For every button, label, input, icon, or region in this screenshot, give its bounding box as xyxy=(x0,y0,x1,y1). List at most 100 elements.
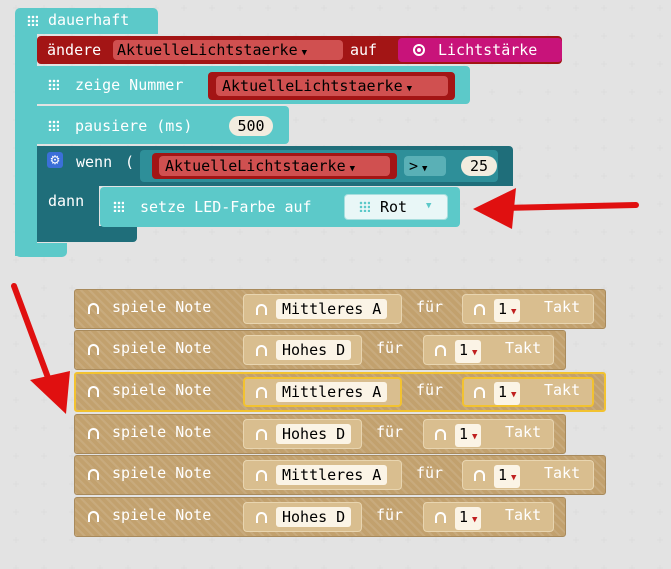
beats-dropdown[interactable]: 1▼ xyxy=(494,382,521,405)
grid-mark xyxy=(13,453,19,459)
grid-mark xyxy=(125,257,131,263)
grid-mark xyxy=(657,397,663,403)
grid-mark xyxy=(489,201,495,207)
grid-mark xyxy=(293,257,299,263)
beats-dropdown[interactable]: 1▼ xyxy=(494,465,521,488)
grid-mark xyxy=(321,229,327,235)
grid-mark xyxy=(153,229,159,235)
beats-value: 1 xyxy=(498,466,508,484)
grid-mark xyxy=(293,5,299,11)
grid-mark xyxy=(601,173,607,179)
grid-mark xyxy=(657,313,663,319)
grid-mark xyxy=(405,117,411,123)
grid-mark xyxy=(405,537,411,543)
grid-mark xyxy=(181,257,187,263)
grid-mark xyxy=(545,257,551,263)
grid-mark xyxy=(657,509,663,515)
grid-mark xyxy=(657,425,663,431)
headphones-icon xyxy=(256,345,267,356)
grid-mark xyxy=(41,537,47,543)
grid-mark xyxy=(237,229,243,235)
grid-mark xyxy=(461,117,467,123)
grid-mark xyxy=(461,537,467,543)
light-level-block[interactable] xyxy=(398,38,562,62)
grid-icon xyxy=(48,79,59,90)
grid-mark xyxy=(265,537,271,543)
grid-mark xyxy=(657,341,663,347)
variable-dropdown[interactable]: AktuelleLichtstaerke▼ xyxy=(216,76,448,96)
grid-mark xyxy=(97,257,103,263)
headphones-icon xyxy=(435,429,446,440)
grid-mark xyxy=(573,425,579,431)
grid-mark xyxy=(181,5,187,11)
grid-mark xyxy=(41,509,47,515)
beat-unit-label: Takt xyxy=(544,464,581,482)
grid-mark xyxy=(181,537,187,543)
beat-unit-label: Takt xyxy=(505,423,542,441)
dropdown-arrow-icon: ▼ xyxy=(422,164,428,174)
beats-dropdown[interactable]: 1▼ xyxy=(455,424,482,447)
grid-mark xyxy=(13,397,19,403)
dropdown-arrow-icon: ▼ xyxy=(472,348,478,358)
light-level-label: Lichtstärke xyxy=(438,41,538,59)
operator-dropdown[interactable]: >▼ xyxy=(404,156,446,176)
grid-mark xyxy=(517,117,523,123)
grid-mark xyxy=(601,509,607,515)
grid-mark xyxy=(545,145,551,151)
grid-mark xyxy=(657,565,663,569)
grid-mark xyxy=(629,257,635,263)
grid-mark xyxy=(489,117,495,123)
grid-mark xyxy=(601,61,607,67)
headphones-icon xyxy=(435,512,446,523)
grid-icon xyxy=(27,15,38,26)
settings-gear-icon[interactable]: ⚙ xyxy=(47,152,63,168)
grid-mark xyxy=(13,481,19,487)
dropdown-arrow-icon: ▼ xyxy=(511,390,517,400)
grid-mark xyxy=(153,257,159,263)
grid-mark xyxy=(293,537,299,543)
grid-mark xyxy=(657,201,663,207)
beats-dropdown[interactable]: 1▼ xyxy=(455,340,482,363)
beats-dropdown[interactable]: 1▼ xyxy=(494,299,521,322)
grid-mark xyxy=(517,89,523,95)
grid-mark xyxy=(377,5,383,11)
grid-mark xyxy=(601,257,607,263)
beats-value: 1 xyxy=(498,300,508,318)
variable-dropdown[interactable]: AktuelleLichtstaerke▼ xyxy=(113,40,343,60)
headphones-icon xyxy=(88,303,99,314)
compare-number-input[interactable]: 25 xyxy=(461,156,497,176)
grid-icon xyxy=(113,201,124,212)
play-note-label: spiele Note xyxy=(112,423,212,441)
grid-mark xyxy=(321,537,327,543)
grid-mark xyxy=(153,565,159,569)
grid-mark xyxy=(13,425,19,431)
grid-mark xyxy=(629,313,635,319)
pause-label: pausiere (ms) xyxy=(75,117,193,135)
grid-mark xyxy=(433,117,439,123)
grid-mark xyxy=(293,117,299,123)
grid-mark xyxy=(461,565,467,569)
set-mid-label: auf xyxy=(350,41,378,59)
grid-mark xyxy=(209,5,215,11)
grid-mark xyxy=(209,229,215,235)
beats-dropdown[interactable]: 1▼ xyxy=(455,507,482,530)
grid-mark xyxy=(545,5,551,11)
grid-mark xyxy=(601,145,607,151)
headphones-icon xyxy=(88,386,99,397)
grid-mark xyxy=(433,565,439,569)
grid-mark xyxy=(13,369,19,375)
grid-mark xyxy=(629,145,635,151)
grid-mark xyxy=(629,341,635,347)
grid-mark xyxy=(265,565,271,569)
grid-mark xyxy=(349,537,355,543)
pause-ms-input[interactable]: 500 xyxy=(229,116,273,136)
grid-mark xyxy=(13,257,19,263)
grid-mark xyxy=(657,481,663,487)
grid-mark xyxy=(657,453,663,459)
variable-dropdown[interactable]: AktuelleLichtstaerke▼ xyxy=(159,156,390,176)
dropdown-arrow-icon: ▼ xyxy=(301,48,308,58)
grid-mark xyxy=(489,89,495,95)
variable-name: AktuelleLichtstaerke xyxy=(165,157,346,175)
grid-mark xyxy=(657,33,663,39)
